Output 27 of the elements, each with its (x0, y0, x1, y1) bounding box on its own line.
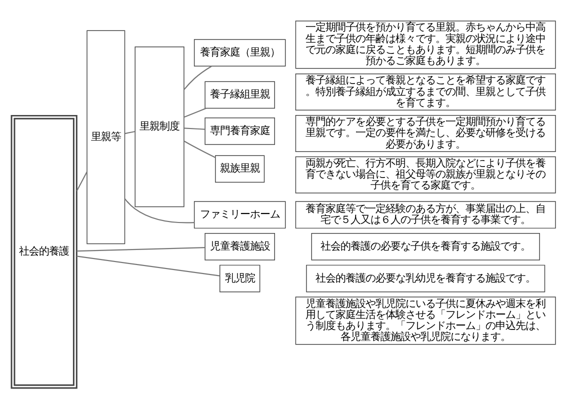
node-box: 養子縁組によって養親となることを希望する家庭です。特別養子縁組が成立するまでの間、里親として子供を育てます。 (295, 73, 556, 110)
node-box: 専門的ケアを必要とする子供を一定期間預かり育てる里親です。一定の要件を満たし、必要な研修を受ける必要があります。 (295, 114, 556, 152)
node-box: 児童養護施設や乳児院にいる子供に夏休みや週末を利用して家庭生活を体験させる「フレンドホーム」という制度もあります。「フレンドホーム」の申込先は、各児童養護施設や乳児院になります。 (295, 296, 556, 344)
node-box: 両親が死亡、行方不明、長期入院などにより子供を養育できない場合に、祖父母等の親族が里親となりその子供を育てる家庭です。 (295, 156, 556, 193)
connector (184, 140, 216, 158)
connector (184, 107, 206, 118)
connector (76, 170, 88, 191)
node-box: 里親等 (86, 30, 126, 244)
node-box: 里親制度 (134, 46, 184, 207)
node-box: 児童養護施設 (204, 232, 275, 260)
node-box: ファミリーホーム (194, 200, 286, 228)
connector (124, 130, 136, 134)
connector (184, 65, 212, 90)
connector (124, 198, 194, 223)
node-box: 養子縁組里親 (204, 80, 275, 108)
connector (184, 127, 205, 130)
node-box: 乳児院 (219, 264, 260, 292)
node-box: 専門養育家庭 (204, 117, 275, 144)
node-box: 社会的養護の必要な子供を養育する施設です。 (311, 232, 540, 260)
node-box: 親族里親 (215, 154, 265, 182)
connector (76, 246, 205, 252)
node-box: 養育家庭（里親） (194, 38, 286, 66)
node-box: 一定期間子供を預かり育てる里親。赤ちゃんから中高生まで子供の年齢は様々です。実親の状況により途中で元の家庭に戻ることもあります。短期間のみ子供を預かるご家庭もあります。 (295, 20, 556, 68)
connector (76, 255, 220, 276)
node-box: 社会的養護の必要な乳幼児を養育する施設です。 (306, 264, 546, 292)
node-box: 社会的養護 (10, 114, 78, 388)
node-box: 養育家庭等で一定経験のある方が、事業届出の上、自宅で５人又は６人の子供を養育する事業です。 (295, 200, 556, 228)
